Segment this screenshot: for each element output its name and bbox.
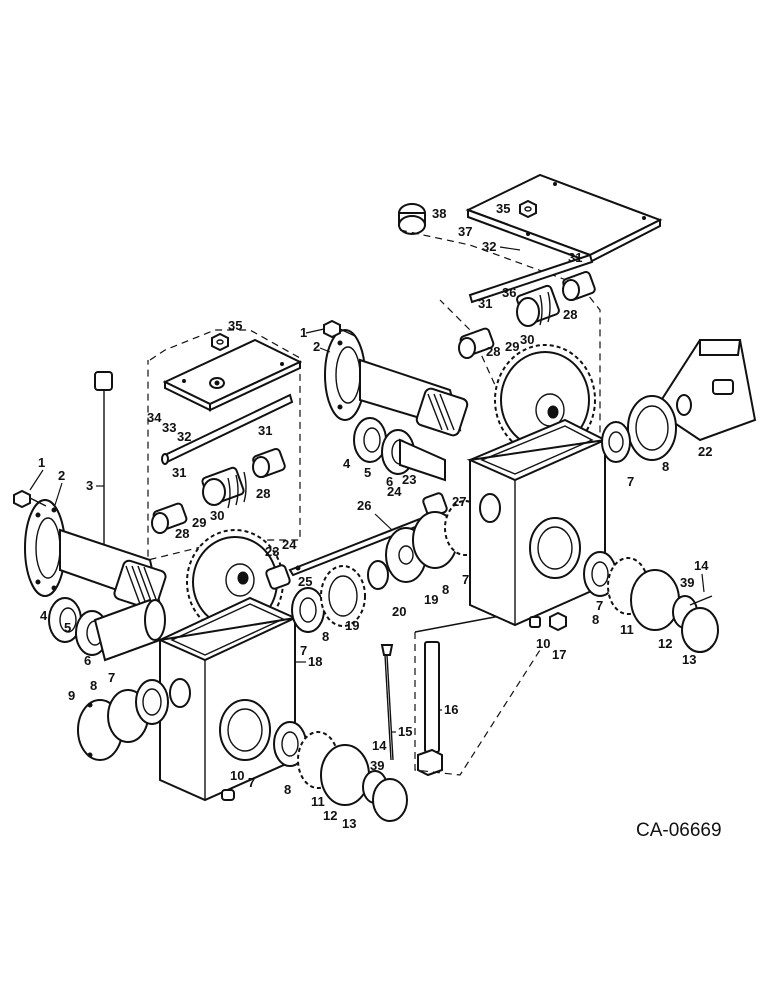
left-bolt-1 (13, 489, 47, 509)
left-hex-nut-35 (211, 332, 229, 352)
callout-34: 34 (147, 410, 162, 425)
callout-30: 30 (210, 508, 224, 523)
callout-35: 35 (228, 318, 242, 333)
callout-8: 8 (284, 782, 291, 797)
right-hex-nut-35 (519, 199, 537, 219)
callout-7: 7 (300, 643, 307, 658)
callout-24: 24 (387, 484, 402, 499)
callout-29: 29 (505, 339, 519, 354)
callout-27: 27 (452, 494, 466, 509)
callout-6: 6 (84, 653, 91, 668)
callout-28: 28 (175, 526, 189, 541)
right-cover-plate (465, 173, 663, 264)
callout-12: 12 (658, 636, 672, 651)
callout-4: 4 (343, 456, 351, 471)
right-bottom-stack (583, 551, 719, 653)
callout-7: 7 (596, 598, 603, 613)
callout-31: 31 (258, 423, 272, 438)
callout-7: 7 (248, 775, 255, 790)
callout-10: 10 (536, 636, 550, 651)
callout-18: 18 (308, 654, 322, 669)
left-sleeve-6 (93, 598, 166, 662)
callout-8: 8 (662, 459, 669, 474)
callout-19: 19 (424, 592, 438, 607)
left-cover-9 (77, 679, 169, 761)
callout-31: 31 (172, 465, 186, 480)
callout-29: 29 (192, 515, 206, 530)
callout-2: 2 (58, 468, 65, 483)
callout-2: 2 (313, 339, 320, 354)
dipstick-16 (417, 641, 443, 777)
dipstick-3 (94, 371, 113, 565)
callout-5: 5 (64, 620, 71, 635)
callout-19: 19 (345, 618, 359, 633)
callout-22: 22 (698, 444, 712, 459)
callout-37: 37 (458, 224, 472, 239)
callout-39: 39 (680, 575, 694, 590)
breather-cap-38 (398, 203, 426, 235)
callout-23: 23 (402, 472, 416, 487)
right-gear-case (466, 418, 606, 627)
callout-labels: 1 2 3 4 5 6 7 8 9 28 29 30 31 31 28 32 3… (29, 201, 722, 841)
callout-25: 25 (298, 574, 312, 589)
callout-7: 7 (108, 670, 115, 685)
left-worm-shaft (151, 393, 294, 534)
left-flange-shaft (24, 499, 167, 611)
callout-14: 14 (694, 558, 709, 573)
dipstick-15 (380, 644, 394, 761)
callout-31: 31 (478, 296, 492, 311)
callout-33: 33 (162, 420, 176, 435)
callout-4: 4 (40, 608, 48, 623)
callout-28: 28 (563, 307, 577, 322)
callout-15: 15 (398, 724, 412, 739)
callout-20: 20 (392, 604, 406, 619)
callout-39: 39 (370, 758, 384, 773)
left-bearing-7-8 (291, 565, 366, 633)
adapter-housing-22 (601, 339, 757, 463)
callout-11: 11 (311, 794, 325, 809)
callout-32: 32 (482, 239, 496, 254)
callout-5: 5 (364, 465, 371, 480)
callout-36: 36 (502, 285, 516, 300)
drawing-reference-number: CA-06669 (636, 820, 722, 841)
callout-32: 32 (177, 429, 191, 444)
callout-14: 14 (372, 738, 387, 753)
callout-10: 10 (230, 768, 244, 783)
callout-17: 17 (552, 647, 566, 662)
right-flange-shaft (324, 329, 469, 437)
callout-12: 12 (323, 808, 337, 823)
callout-35: 35 (496, 201, 510, 216)
callout-38: 38 (432, 206, 446, 221)
callout-26: 26 (357, 498, 371, 513)
callout-8: 8 (442, 582, 449, 597)
callout-28: 28 (486, 344, 500, 359)
right-worm-shaft (458, 253, 596, 359)
callout-1: 1 (38, 455, 45, 470)
left-gear-case (156, 596, 296, 802)
callout-7: 7 (627, 474, 634, 489)
callout-6: 6 (386, 474, 393, 489)
callout-16: 16 (444, 702, 458, 717)
callout-7: 7 (462, 572, 469, 587)
callout-13: 13 (682, 652, 696, 667)
callout-24: 24 (282, 537, 297, 552)
callout-31: 31 (568, 250, 582, 265)
callout-1: 1 (300, 325, 307, 340)
right-seal-bearing (353, 417, 446, 482)
callout-3: 3 (86, 478, 93, 493)
callout-9: 9 (68, 688, 75, 703)
callout-30: 30 (520, 332, 534, 347)
drain-plugs-10-17 (529, 611, 567, 632)
callout-13: 13 (342, 816, 356, 831)
callout-8: 8 (322, 629, 329, 644)
callout-23: 23 (265, 544, 279, 559)
callout-8: 8 (592, 612, 599, 627)
left-bottom-stack (273, 721, 408, 822)
callout-28: 28 (256, 486, 270, 501)
right-bolt-1 (323, 319, 356, 339)
callout-11: 11 (620, 622, 634, 637)
callout-8: 8 (90, 678, 97, 693)
